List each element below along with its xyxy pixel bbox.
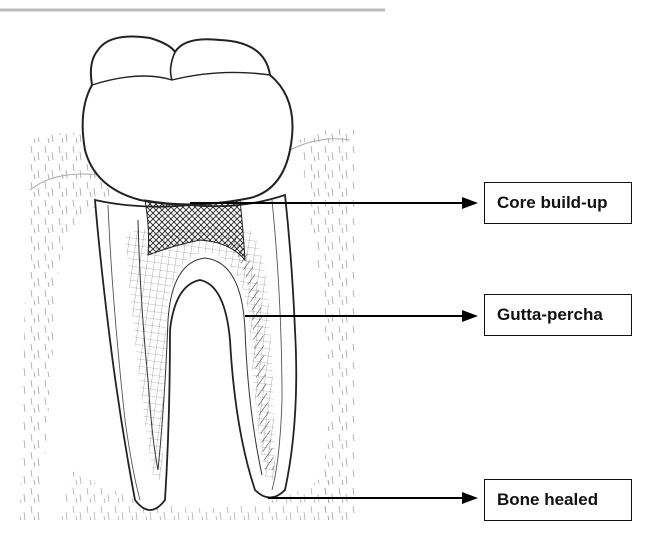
arrow-gutta-icon [462,310,478,322]
crown [83,37,293,205]
label-core-build-up: Core build-up [484,182,632,224]
label-bone-healed: Bone healed [484,479,632,521]
arrow-bone-icon [462,492,478,504]
label-gutta-percha: Gutta-percha [484,294,632,336]
arrow-core-icon [462,197,478,209]
